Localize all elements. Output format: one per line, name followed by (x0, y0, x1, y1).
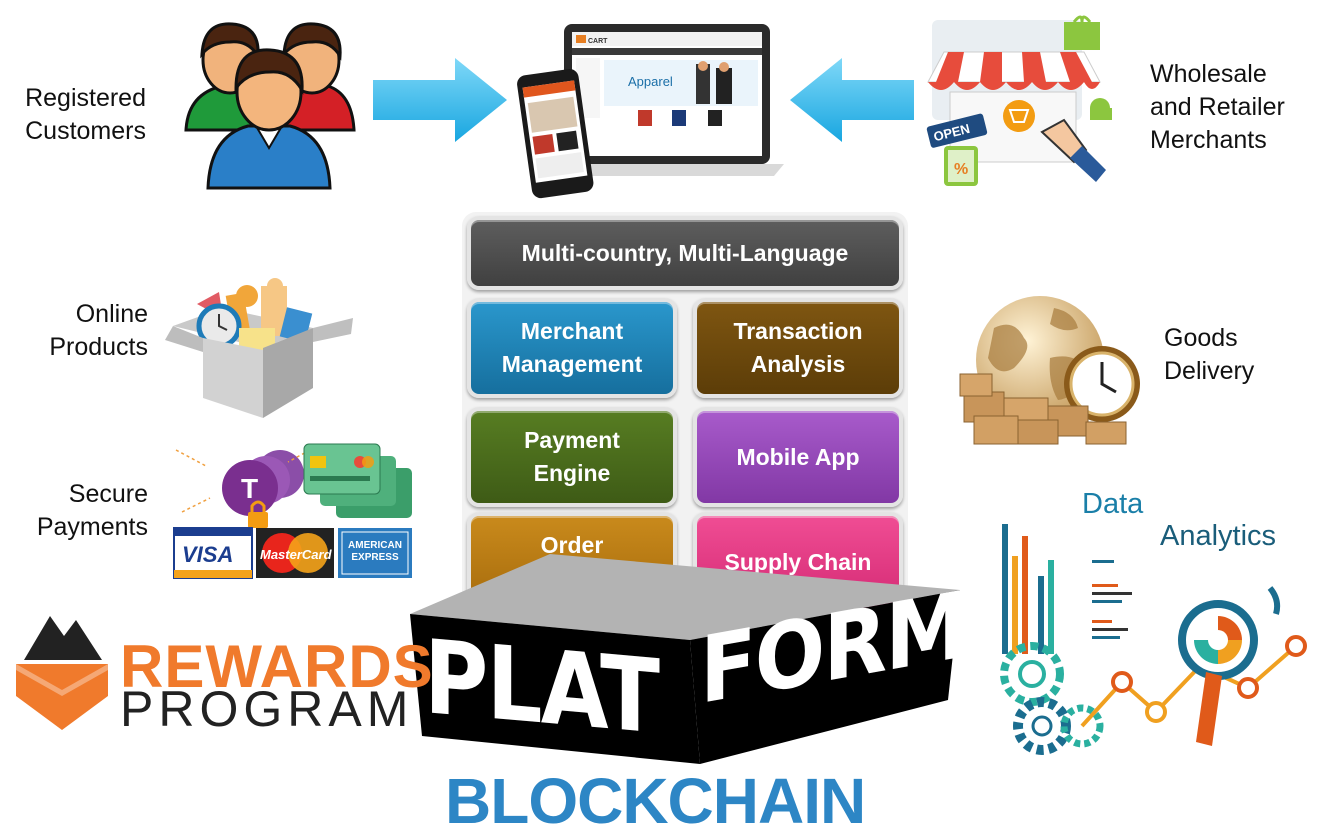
module-payment-engine: Payment Engine (467, 407, 677, 507)
amex-text: AMERICAN EXPRESS (348, 540, 402, 563)
arrow-left-icon (790, 58, 914, 142)
store-banner: Apparel (628, 74, 673, 89)
mastercard-text: MasterCard (260, 547, 333, 562)
registered-customers-label: Registered Customers (25, 84, 146, 145)
ecommerce-devices-icon: CART Apparel (517, 24, 784, 199)
goods-delivery-icon (959, 296, 1140, 445)
merchant-store-icon: OPEN % (926, 15, 1112, 186)
module-mobile-app: Mobile App (693, 407, 903, 507)
merchants-label: Wholesale and Retailer Merchants (1150, 60, 1285, 154)
blockchain-logo: BLOCKCHAIN (445, 765, 866, 837)
rewards-logo-icon (16, 616, 108, 730)
visa-text: VISA (182, 542, 233, 567)
online-products-label: Online Products (49, 300, 148, 361)
data-analytics-title-1: Data (1082, 488, 1144, 520)
data-analytics-title-2: Analytics (1160, 520, 1277, 552)
platform-block (410, 554, 960, 764)
data-analytics-icon (1000, 524, 1307, 755)
secure-payments-label: Secure Payments (36, 480, 148, 541)
token-letter: T (241, 473, 258, 504)
platform-word-plat: PLAT (424, 618, 659, 758)
module-transaction-analysis: Transaction Analysis (693, 298, 903, 398)
rewards-title: REWARDS (120, 633, 434, 700)
rewards-subtitle: PROGRAM (120, 681, 414, 737)
arrow-right-icon (373, 58, 507, 142)
module-multi-country: Multi-country, Multi-Language (467, 216, 903, 290)
goods-delivery-label: Goods Delivery (1164, 324, 1255, 385)
percent-text: % (954, 161, 968, 178)
store-logo: CART (588, 38, 608, 45)
module-merchant-management: Merchant Management (467, 298, 677, 398)
online-products-box-icon (165, 278, 353, 418)
customers-icon (184, 22, 356, 190)
secure-payments-icon: T VISA MasterCard AMERICAN EXPRESS (173, 443, 412, 579)
